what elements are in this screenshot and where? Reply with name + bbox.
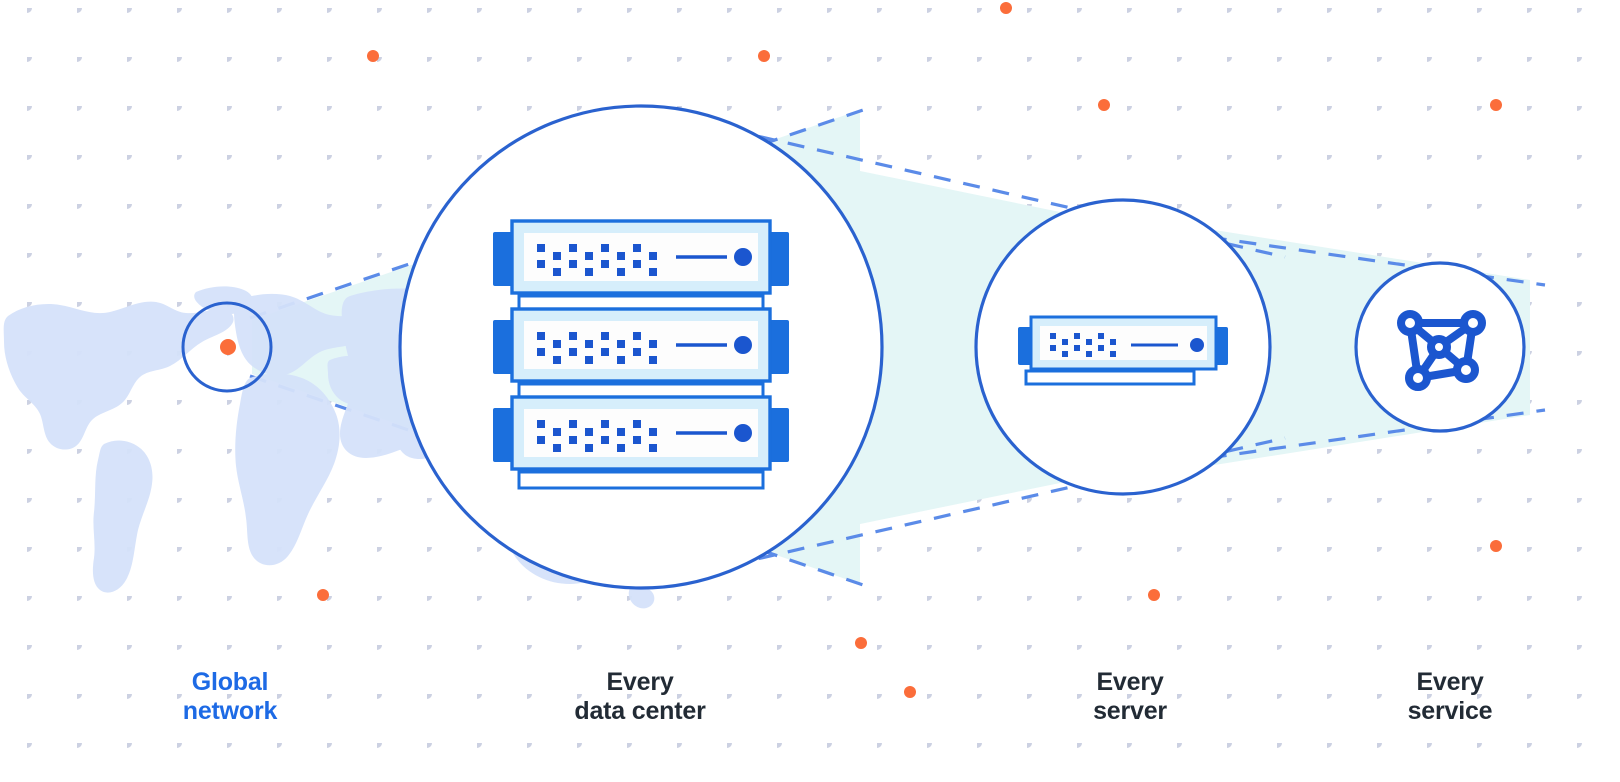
accent-dot [855, 637, 867, 649]
accent-dots [317, 2, 1502, 698]
accent-dot [1098, 99, 1110, 111]
accent-dot [1490, 99, 1502, 111]
server-led-grid-single [1050, 333, 1116, 357]
server-unit-1 [493, 219, 789, 314]
server-led-grid-1 [537, 244, 657, 276]
every-server-group [974, 198, 1272, 496]
accent-dot [1148, 589, 1160, 601]
accent-dot [904, 686, 916, 698]
server-led-grid-2 [537, 332, 657, 364]
accent-dot [317, 589, 329, 601]
server-unit-3 [493, 395, 789, 490]
accent-dot [1000, 2, 1012, 14]
global-location-marker [220, 339, 236, 355]
accent-dot [1490, 540, 1502, 552]
server-led-grid-3 [537, 420, 657, 452]
server-unit-2 [493, 307, 789, 402]
accent-dot [758, 50, 770, 62]
accent-dot [367, 50, 379, 62]
server-unit-icon [1018, 315, 1228, 386]
global-highlight-circle [181, 301, 273, 393]
every-service-group [1354, 261, 1526, 433]
every-data-center-group [398, 104, 884, 590]
